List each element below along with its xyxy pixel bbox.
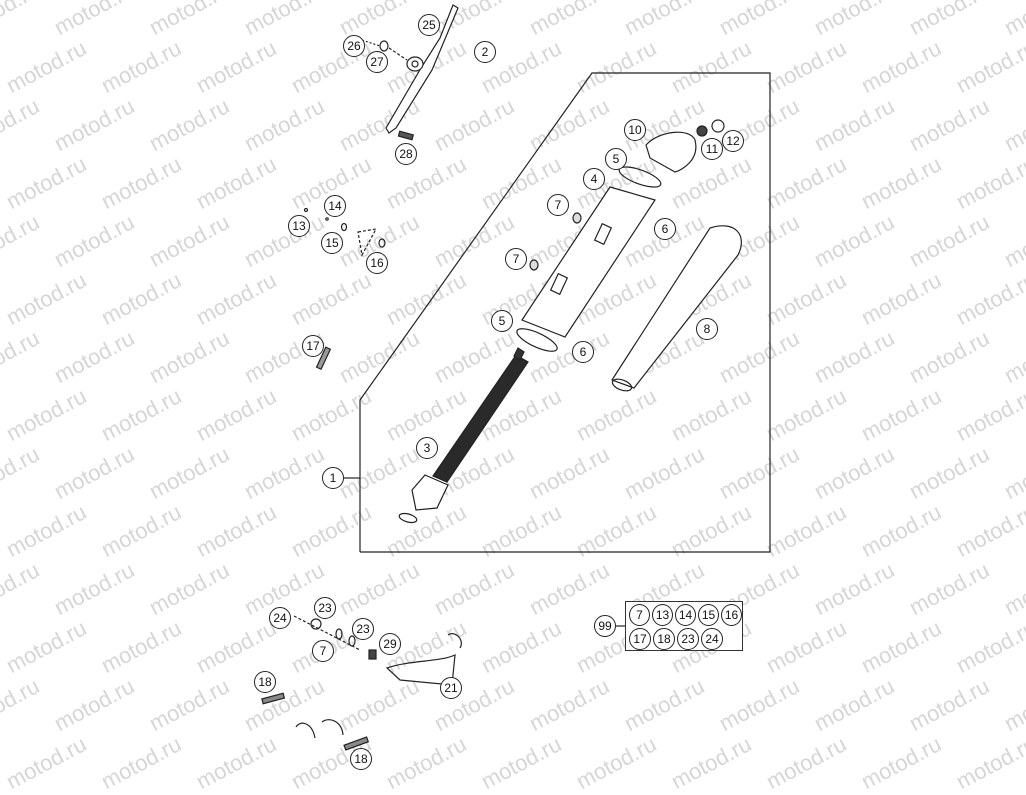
callout-6[interactable]: 6 [654, 218, 676, 240]
callout-29[interactable]: 29 [379, 633, 401, 655]
kit-contents-box: 7 13 14 15 16 17 18 23 24 [625, 601, 743, 651]
assembly-boundary [359, 72, 771, 553]
callout-21[interactable]: 21 [440, 677, 462, 699]
callout-5[interactable]: 5 [491, 310, 513, 332]
callout-18[interactable]: 18 [350, 748, 372, 770]
callout-28[interactable]: 28 [395, 143, 417, 165]
kit-item[interactable]: 14 [675, 604, 696, 626]
callout-14[interactable]: 14 [324, 195, 346, 217]
kit-item[interactable]: 15 [698, 604, 719, 626]
callout-26[interactable]: 26 [343, 35, 365, 57]
callout-12[interactable]: 12 [722, 130, 744, 152]
diagram-drawing [261, 4, 771, 751]
callout-24[interactable]: 24 [269, 607, 291, 629]
callout-2[interactable]: 2 [474, 41, 496, 63]
callout-5[interactable]: 5 [605, 148, 627, 170]
kit-item[interactable]: 17 [629, 628, 651, 650]
callout-1[interactable]: 1 [322, 467, 344, 489]
callout-16[interactable]: 16 [366, 252, 388, 274]
kit-item[interactable]: 24 [701, 628, 723, 650]
callout-99[interactable]: 99 [594, 615, 616, 637]
kit-item[interactable]: 13 [652, 604, 673, 626]
callout-13[interactable]: 13 [288, 215, 310, 237]
brake-lever-part [361, 4, 459, 141]
callout-8[interactable]: 8 [696, 318, 718, 340]
callout-3[interactable]: 3 [416, 437, 438, 459]
callout-6[interactable]: 6 [572, 341, 594, 363]
callout-23[interactable]: 23 [314, 597, 336, 619]
callout-7[interactable]: 7 [505, 248, 527, 270]
callout-11[interactable]: 11 [701, 138, 723, 160]
callout-27[interactable]: 27 [366, 51, 388, 73]
callout-15[interactable]: 15 [321, 232, 343, 254]
callout-10[interactable]: 10 [624, 119, 646, 141]
callout-17[interactable]: 17 [302, 335, 324, 357]
callout-4[interactable]: 4 [583, 168, 605, 190]
kit-item[interactable]: 16 [721, 604, 742, 626]
callout-25[interactable]: 25 [418, 14, 440, 36]
callout-18[interactable]: 18 [254, 671, 276, 693]
callout-7[interactable]: 7 [547, 194, 569, 216]
callout-23[interactable]: 23 [352, 618, 374, 640]
kit-row-2: 17 18 23 24 [626, 626, 742, 650]
kit-item[interactable]: 7 [629, 604, 650, 626]
kit-item[interactable]: 18 [653, 628, 675, 650]
callout-7[interactable]: 7 [312, 640, 334, 662]
kit-item[interactable]: 23 [677, 628, 699, 650]
kit-row-1: 7 13 14 15 16 [626, 602, 742, 626]
